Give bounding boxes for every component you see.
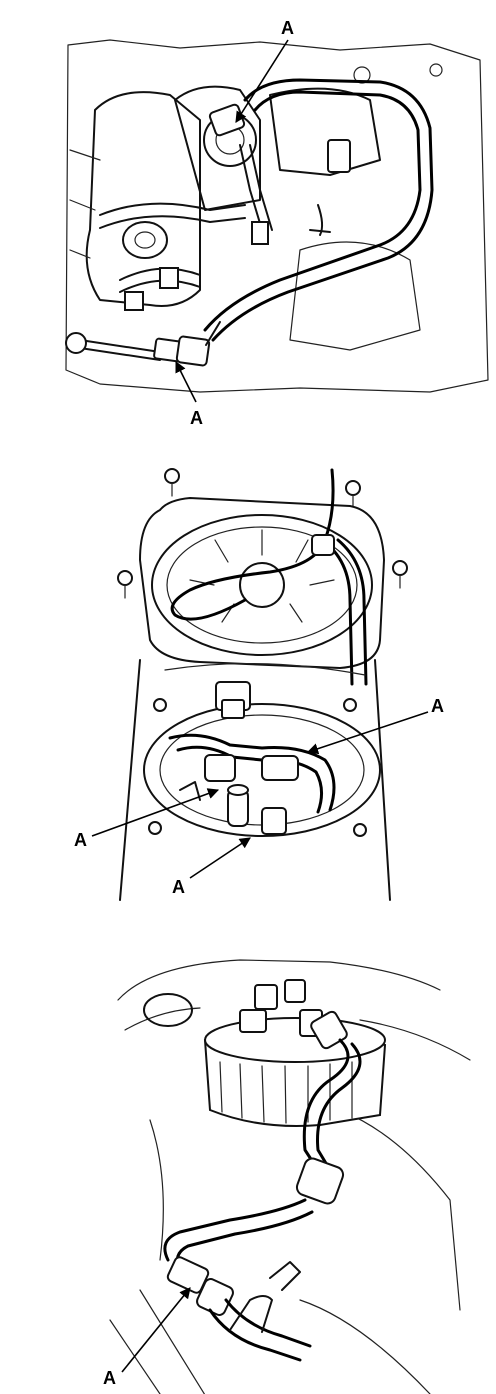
callout-leader <box>121 1287 191 1373</box>
figure-engine-bay: A A <box>65 18 489 428</box>
callout-leader <box>235 39 289 123</box>
figure-fuel-tank-unit: A <box>103 959 471 1394</box>
callout-label: A <box>431 696 444 716</box>
callout-label: A <box>281 18 294 38</box>
callout-label: A <box>190 408 203 428</box>
callout-leader <box>306 711 429 755</box>
callout-leader <box>91 788 220 837</box>
callout-leader <box>189 837 251 879</box>
callout-label: A <box>172 877 185 897</box>
callout-label: A <box>103 1368 116 1388</box>
callout-leader <box>175 360 197 403</box>
figure-fuel-pump-access: A A A <box>74 468 444 901</box>
callout-label: A <box>74 830 87 850</box>
